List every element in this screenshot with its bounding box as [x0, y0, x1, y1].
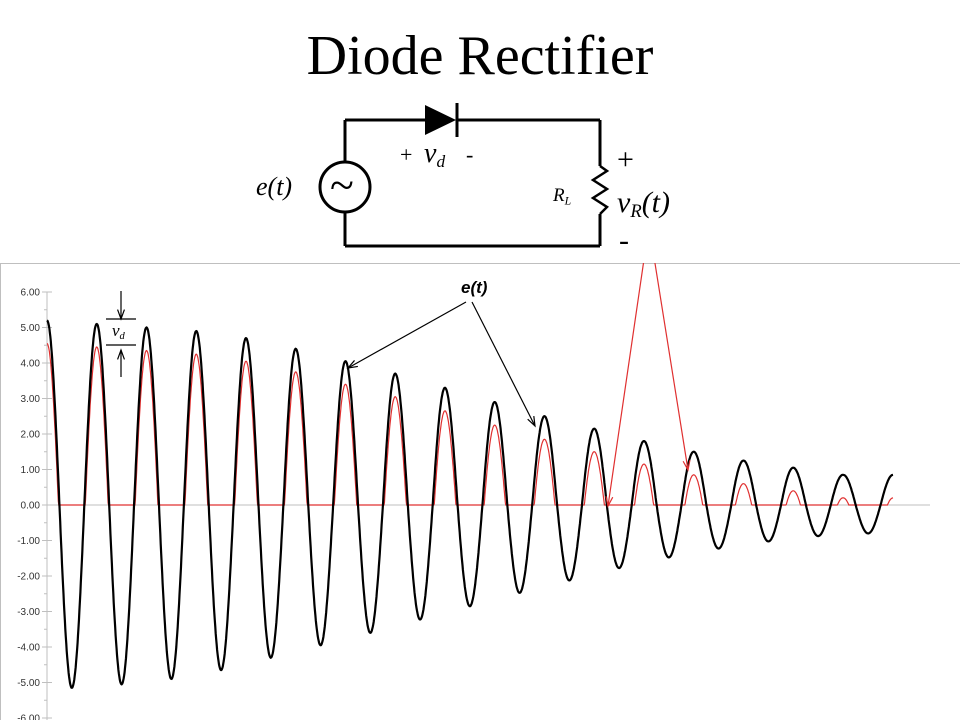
vR-arrowhead-right	[682, 460, 691, 472]
y-tick-label: 4.00	[21, 359, 41, 370]
rectifier-circuit-diagram	[318, 103, 610, 248]
y-tick-label: -1.00	[17, 536, 40, 547]
vR-arrowhead-left	[605, 496, 614, 508]
load-minus-label: -	[619, 224, 629, 257]
diode-minus-label: -	[466, 142, 474, 167]
ac-source-symbol	[318, 160, 372, 214]
vR-arrow-right	[654, 263, 689, 471]
y-tick-label: 2.00	[21, 430, 41, 441]
vR-arrow-left	[607, 263, 645, 507]
y-tick-label: 1.00	[21, 465, 41, 476]
diode-voltage-label: vd	[424, 138, 446, 171]
diode-symbol	[425, 105, 456, 135]
e-t-arrowhead-right	[527, 416, 536, 428]
source-label: e(t)	[256, 172, 293, 201]
e-t-arrow-right	[471, 301, 536, 427]
y-tick-label: -2.00	[17, 572, 40, 583]
load-voltage-label: vR(t)	[617, 186, 671, 223]
waveform-chart: 6.00 5.00 4.00 3.00 2.00 1.00 0.00 -1.00 -2.00 -3…	[0, 263, 960, 720]
y-tick-label: -4.00	[17, 643, 40, 654]
e-t-arrowhead-left	[346, 360, 358, 369]
y-tick-label: 3.00	[21, 394, 41, 405]
y-tick-label: 5.00	[21, 323, 41, 334]
series-line-e-t	[46, 319, 894, 690]
y-tick-label: 0.00	[21, 501, 41, 512]
series-line-vR	[46, 342, 894, 506]
chart-border	[0, 263, 960, 720]
y-tick-label: -3.00	[17, 607, 40, 618]
resistor-symbol	[590, 164, 610, 215]
diode-plus-label: +	[400, 142, 413, 167]
y-tick-label: -6.00	[17, 714, 40, 720]
load-plus-label: +	[617, 143, 634, 176]
vd-arrowhead-bottom	[117, 348, 125, 360]
y-tick-label: 6.00	[21, 288, 41, 299]
y-tick-label: -5.00	[17, 678, 40, 689]
e-t-arrow-left	[347, 301, 467, 369]
resistor-label: RL	[553, 185, 572, 208]
source-symbol-label: ~	[330, 161, 354, 210]
source-curve-label: e(t)	[461, 278, 488, 297]
diode-drop-label: vd	[112, 321, 125, 342]
slide-title: Diode Rectifier	[306, 25, 654, 87]
